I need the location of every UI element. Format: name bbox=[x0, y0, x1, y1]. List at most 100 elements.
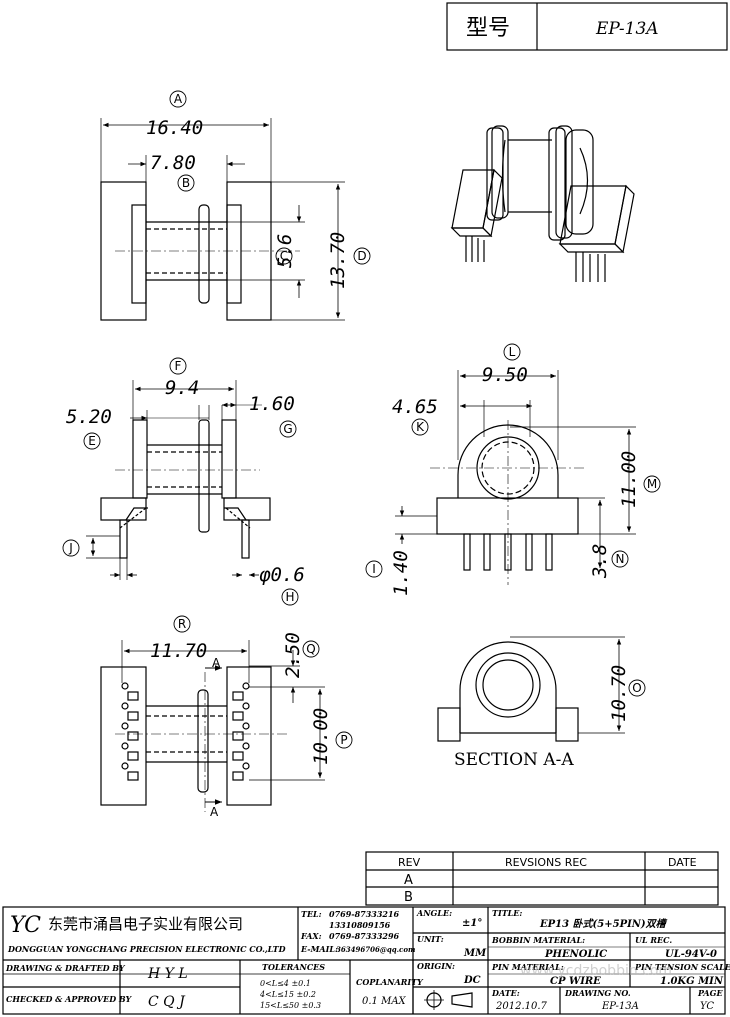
checked-value: C Q J bbox=[148, 994, 186, 1010]
title-label: TITLE: bbox=[492, 908, 522, 918]
bottom-view bbox=[100, 640, 325, 812]
dim-m: 11.00 bbox=[618, 451, 640, 508]
revision-table bbox=[365, 851, 719, 906]
callout-i: I bbox=[372, 562, 376, 576]
dim-p: 10.00 bbox=[310, 708, 332, 765]
tol-line-3: 15<L≤50 ±0.3 bbox=[260, 1001, 321, 1010]
dim-n: 3.8 bbox=[589, 544, 611, 579]
tel-label: TEL: bbox=[301, 909, 322, 919]
unit-label: UNIT: bbox=[417, 934, 444, 944]
ul-label: UL REC. bbox=[635, 935, 672, 945]
dim-b: 7.80 bbox=[150, 152, 196, 174]
contact-block: TEL: 0769-87333216 13310809156 FAX: 0769… bbox=[300, 909, 415, 954]
callout-c: C bbox=[280, 249, 288, 263]
rev-col-date: DATE bbox=[668, 856, 697, 869]
coplanarity-label: COPLANARITY bbox=[356, 977, 424, 987]
callout-g: G bbox=[283, 422, 292, 436]
callout-o: O bbox=[632, 681, 641, 695]
bobbin-label: BOBBIN MATERIAL: bbox=[491, 935, 585, 945]
dim-o: 10.70 bbox=[608, 665, 630, 722]
dim-q: 2.50 bbox=[282, 632, 304, 678]
callout-r: R bbox=[178, 617, 186, 631]
page-label: PAGE bbox=[697, 988, 723, 998]
date-value: 2012.10.7 bbox=[495, 1001, 548, 1012]
drawing-no-label: DRAWING NO. bbox=[564, 988, 631, 998]
cut-marker-top: A bbox=[212, 656, 221, 670]
email-value: 363496706@qq.com bbox=[336, 945, 415, 954]
callout-e: E bbox=[88, 434, 96, 448]
dim-c: 5.6 bbox=[274, 234, 296, 268]
model-label: 型号 bbox=[466, 16, 510, 41]
fax-value: 0769-87333296 bbox=[329, 931, 400, 941]
drawing-no-value: EP-13A bbox=[601, 1001, 639, 1012]
side-view bbox=[395, 370, 636, 585]
ul-value: UL-94V-0 bbox=[665, 949, 717, 960]
cut-marker-bottom: A bbox=[210, 805, 219, 819]
callout-n: N bbox=[616, 552, 625, 566]
bobbin-value: PHENOLIC bbox=[544, 949, 607, 960]
section-view bbox=[437, 636, 625, 742]
unit-value: MM bbox=[463, 948, 487, 959]
tel2-value: 13310809156 bbox=[329, 920, 391, 930]
dim-r: 11.70 bbox=[150, 640, 207, 662]
dim-e: 5.20 bbox=[66, 406, 112, 428]
rev-col-rec: REVSIONS REC bbox=[505, 856, 587, 869]
callout-p: P bbox=[340, 733, 347, 747]
callout-k: K bbox=[416, 420, 425, 434]
fax-label: FAX: bbox=[300, 931, 322, 941]
callout-h: H bbox=[285, 590, 294, 604]
model-header bbox=[446, 2, 728, 51]
dimension-labels: 16.40 7.80 5.6 13.70 5.20 9.4 1.60 φ0.6 … bbox=[66, 117, 640, 765]
callout-letters: A B C D E F G H I J K L M N O P Q R bbox=[68, 92, 657, 747]
rev-row-b: B bbox=[404, 890, 413, 905]
titleblock-labels: ANGLE: ±1° TITLE: EP13 卧式(5+5PIN)双槽 UNIT… bbox=[5, 908, 730, 1004]
front-view bbox=[86, 380, 271, 580]
callout-j: J bbox=[68, 541, 73, 555]
watermark: www.ycdzbobbin.com bbox=[520, 963, 672, 979]
callout-m: M bbox=[647, 477, 657, 491]
checked-label: CHECKED & APPROVED BY bbox=[6, 994, 133, 1004]
callout-a: A bbox=[174, 92, 183, 106]
isometric-view bbox=[450, 125, 635, 282]
company-logo: YC bbox=[10, 913, 41, 938]
dim-k: 4.65 bbox=[392, 396, 438, 418]
title-value: EP13 卧式(5+5PIN)双槽 bbox=[539, 918, 668, 930]
tol-line-1: 0<L≤4 ±0.1 bbox=[260, 979, 311, 988]
tension-value: 1.0KG MIN bbox=[660, 976, 724, 987]
date-label: DATE: bbox=[491, 988, 520, 998]
tension-label: PIN TENSION SCALE bbox=[634, 962, 730, 972]
top-view bbox=[100, 118, 345, 321]
title-block bbox=[2, 906, 726, 1015]
email-label: E-MAIL: bbox=[300, 944, 338, 954]
coplanarity-value: 0.1 MAX bbox=[362, 996, 407, 1007]
drawn-label: DRAWING & DRAFTED BY bbox=[5, 963, 126, 973]
titleblock-values: H Y L C Q J 0<L≤4 ±0.1 4<L≤15 ±0.2 15<L≤… bbox=[147, 966, 714, 1012]
callout-d: D bbox=[357, 249, 366, 263]
dim-g: 1.60 bbox=[249, 393, 295, 415]
pin-value: CP WIRE bbox=[550, 976, 601, 987]
callout-q: Q bbox=[306, 642, 315, 656]
drawn-value: H Y L bbox=[147, 966, 188, 982]
angle-value: ±1° bbox=[462, 918, 482, 929]
page-value: YC bbox=[700, 1001, 714, 1012]
tolerance-label: TOLERANCES bbox=[262, 962, 325, 972]
origin-label: ORIGIN: bbox=[417, 961, 455, 971]
revision-text: REV REVSIONS REC DATE A B bbox=[398, 856, 697, 905]
dim-a: 16.40 bbox=[146, 117, 203, 139]
dim-f: 9.4 bbox=[165, 377, 199, 399]
pin-holes bbox=[121, 682, 250, 781]
company-name-cn: 东莞市涌昌电子实业有限公司 bbox=[48, 915, 243, 933]
callout-circles bbox=[62, 90, 661, 749]
dim-h: φ0.6 bbox=[259, 564, 305, 586]
callout-l: L bbox=[509, 345, 516, 359]
origin-value: DC bbox=[463, 975, 481, 986]
section-label: SECTION A-A bbox=[454, 750, 574, 770]
model-value: EP-13A bbox=[595, 19, 659, 39]
angle-label: ANGLE: bbox=[416, 908, 452, 918]
callout-b: B bbox=[182, 176, 190, 190]
company-name-en: DONGGUAN YONGCHANG PRECISION ELECTRONIC … bbox=[7, 944, 286, 954]
dim-i: 1.40 bbox=[390, 550, 412, 596]
tel-value: 0769-87333216 bbox=[329, 909, 400, 919]
dim-l: 9.50 bbox=[482, 364, 528, 386]
